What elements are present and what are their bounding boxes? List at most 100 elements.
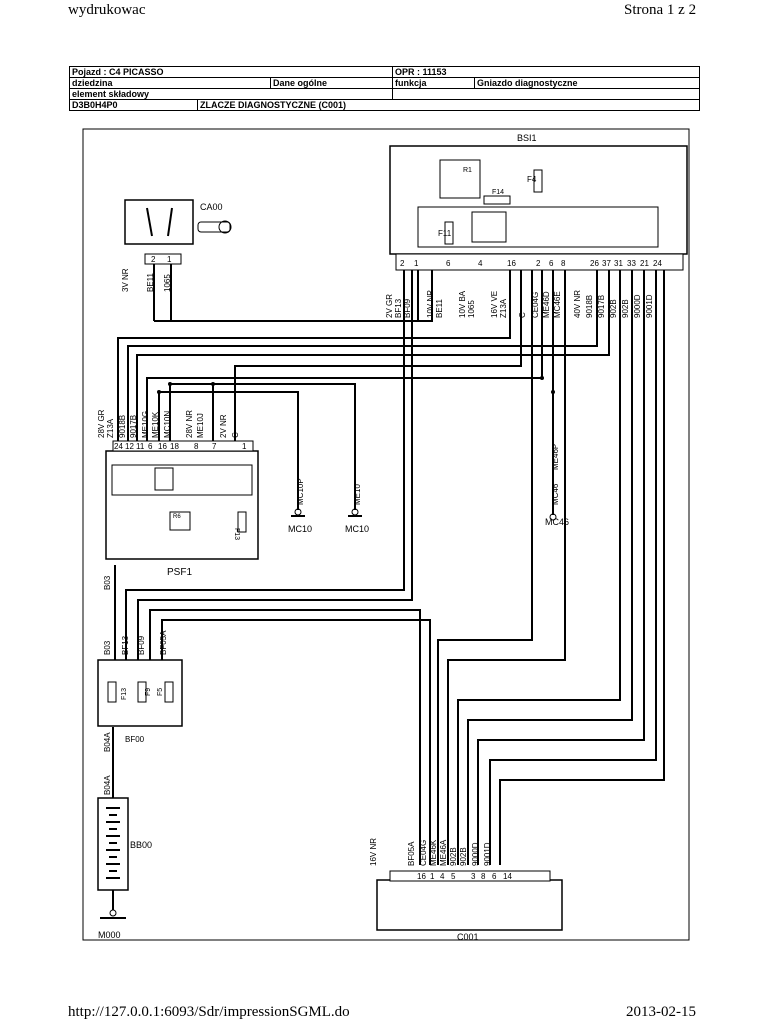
- wire-label: 1065: [163, 274, 172, 292]
- fuse-f13: F13: [121, 688, 128, 700]
- wire-label: CE04G: [419, 840, 428, 866]
- psf-pins: 24 12 11 6 16 18 8 7 1: [114, 442, 247, 451]
- wire-label: ME10: [353, 484, 362, 505]
- mc46-label: MC46: [545, 517, 569, 527]
- wire-label: BE11: [146, 272, 155, 292]
- wire-label: 28V GR: [97, 409, 106, 438]
- bsi-pin: 16: [507, 259, 516, 268]
- wire-label: 9001D: [645, 294, 654, 318]
- mc10a-label: MC10: [288, 524, 312, 534]
- fuse-f9: F9: [145, 688, 152, 696]
- c001-pin: 6: [492, 872, 497, 881]
- wire-label: CE04G: [531, 292, 540, 318]
- m000-ground: M000: [98, 909, 126, 940]
- wire-label: 9018B: [118, 415, 127, 438]
- connector-cell: ZLACZE DIAGNOSTYCZNE (C001): [196, 99, 701, 111]
- fuse-f5: F5: [157, 688, 164, 696]
- psf-pin: 12: [125, 442, 134, 451]
- print-header-title: wydrukowac: [68, 2, 146, 18]
- junctions: [157, 376, 555, 394]
- c001-pin: 14: [503, 872, 512, 881]
- wire-label: 9000D: [471, 842, 480, 866]
- wire-label: B04A: [103, 775, 112, 795]
- fuse-f14: F14: [492, 189, 504, 196]
- bsi-label: BSI1: [517, 133, 537, 143]
- wire-label: 2V GR: [385, 294, 394, 318]
- diagram-frame: [82, 128, 690, 941]
- wire-label: 902B: [449, 847, 458, 866]
- bsi-pin: 6: [549, 259, 554, 268]
- wire-label: ME10K: [151, 411, 160, 438]
- psf-module: R6 F13 PSF1: [105, 440, 259, 578]
- wire-label: 902B: [459, 847, 468, 866]
- wire-label: 9017B: [129, 415, 138, 438]
- wire-label: BE11: [435, 298, 444, 318]
- psf-pin: 24: [114, 442, 123, 451]
- ground-points: MC10 MC10 MC46 MC10P ME10 MC46 ME46P: [288, 444, 569, 534]
- relay-r1: R1: [463, 167, 472, 174]
- wire-label: 9017B: [597, 295, 606, 318]
- psf-wire-labels: 28V GR Z13A 9018B 9017B ME10G ME10K MC10…: [97, 409, 240, 438]
- psf-pin: 7: [212, 442, 217, 451]
- fuse-f13-psf: F13: [233, 528, 240, 540]
- c001-pin: 4: [440, 872, 445, 881]
- bsi-pin: 4: [478, 259, 483, 268]
- wire-label: 16V NR: [369, 838, 378, 866]
- fuse-f11: F11: [438, 229, 452, 238]
- bb00-label: BB00: [130, 840, 152, 850]
- bsi-pin: 26: [590, 259, 599, 268]
- bf00-fusebox: F13 F9 F5 BF00 B03 B03 BF13 BF09 BF05A B…: [97, 575, 183, 795]
- wire-label: Z13A: [106, 418, 115, 438]
- info-row-element: element składowy: [68, 88, 701, 100]
- page-counter: Strona 1 z 2: [624, 2, 697, 18]
- wire-label: C: [231, 432, 240, 438]
- wire-label: 9001D: [483, 842, 492, 866]
- wire-label: 10V NR: [426, 290, 435, 318]
- wire-label: MC10P: [296, 478, 305, 505]
- wire-label: 1065: [467, 300, 476, 318]
- bsi-pin: 2: [400, 259, 405, 268]
- bf00-label: BF00: [125, 735, 145, 744]
- bsi-pin: 6: [446, 259, 451, 268]
- wire-label: ME46P: [551, 444, 560, 470]
- wire-label: 40V NR: [573, 290, 582, 318]
- psf-pin: 8: [194, 442, 199, 451]
- psf-pin: 1: [242, 442, 247, 451]
- info-row-vehicle: Pojazd : C4 PICASSO OPR : 11153: [68, 66, 701, 78]
- wire-label: MC46: [551, 483, 560, 505]
- wire-label: 3V NR: [121, 268, 130, 292]
- c001-pin: 3: [471, 872, 476, 881]
- wire-label: ME46K: [429, 839, 438, 866]
- wire-label: BF05A: [407, 841, 416, 866]
- bsi-wire-labels: 2V GR BF13 BF09 10V NR BE11 10V BA 1065 …: [385, 290, 654, 318]
- info-row-domain: dziedzina Dane ogólne funkcja Gniazdo di…: [69, 77, 701, 89]
- wire-label: B03: [103, 640, 112, 655]
- bsi-pin: 2: [536, 259, 541, 268]
- wires: [112, 263, 665, 910]
- wire-label: 16V VE: [490, 291, 499, 318]
- bsi-pins: 2 1 6 4 16 2 6 8 26 37 31 33 21 24: [400, 259, 662, 268]
- ca00-pin: 2: [151, 255, 156, 264]
- relay-r6: R6: [173, 514, 181, 520]
- m000-label: M000: [98, 930, 121, 940]
- fuse-f4: F4: [527, 175, 537, 184]
- wire-label: 9018B: [585, 295, 594, 318]
- c001-pin: 8: [481, 872, 486, 881]
- bsi-pin: 33: [627, 259, 636, 268]
- wire-label: BF05A: [159, 630, 168, 655]
- wire-label: MC46E: [553, 291, 562, 318]
- bsi-pin: 8: [561, 259, 566, 268]
- wire-label: BF09: [403, 298, 412, 318]
- bsi-pin: 1: [414, 259, 419, 268]
- bsi-pin: 31: [614, 259, 623, 268]
- psf-pin: 6: [148, 442, 153, 451]
- c001-pin: 16: [417, 872, 426, 881]
- c001-connector: C001 16 1 4 5 3 8 6 14 16V NR BF05A CE04…: [369, 838, 563, 942]
- wire-label: ME10J: [196, 413, 205, 438]
- info-row-code: D3B0H4P0 ZLACZE DIAGNOSTYCZNE (C001): [69, 99, 701, 111]
- wire-label: B03: [103, 575, 112, 590]
- ca00-pin: 1: [167, 255, 172, 264]
- mc10b-label: MC10: [345, 524, 369, 534]
- wire-label: B04A: [103, 732, 112, 752]
